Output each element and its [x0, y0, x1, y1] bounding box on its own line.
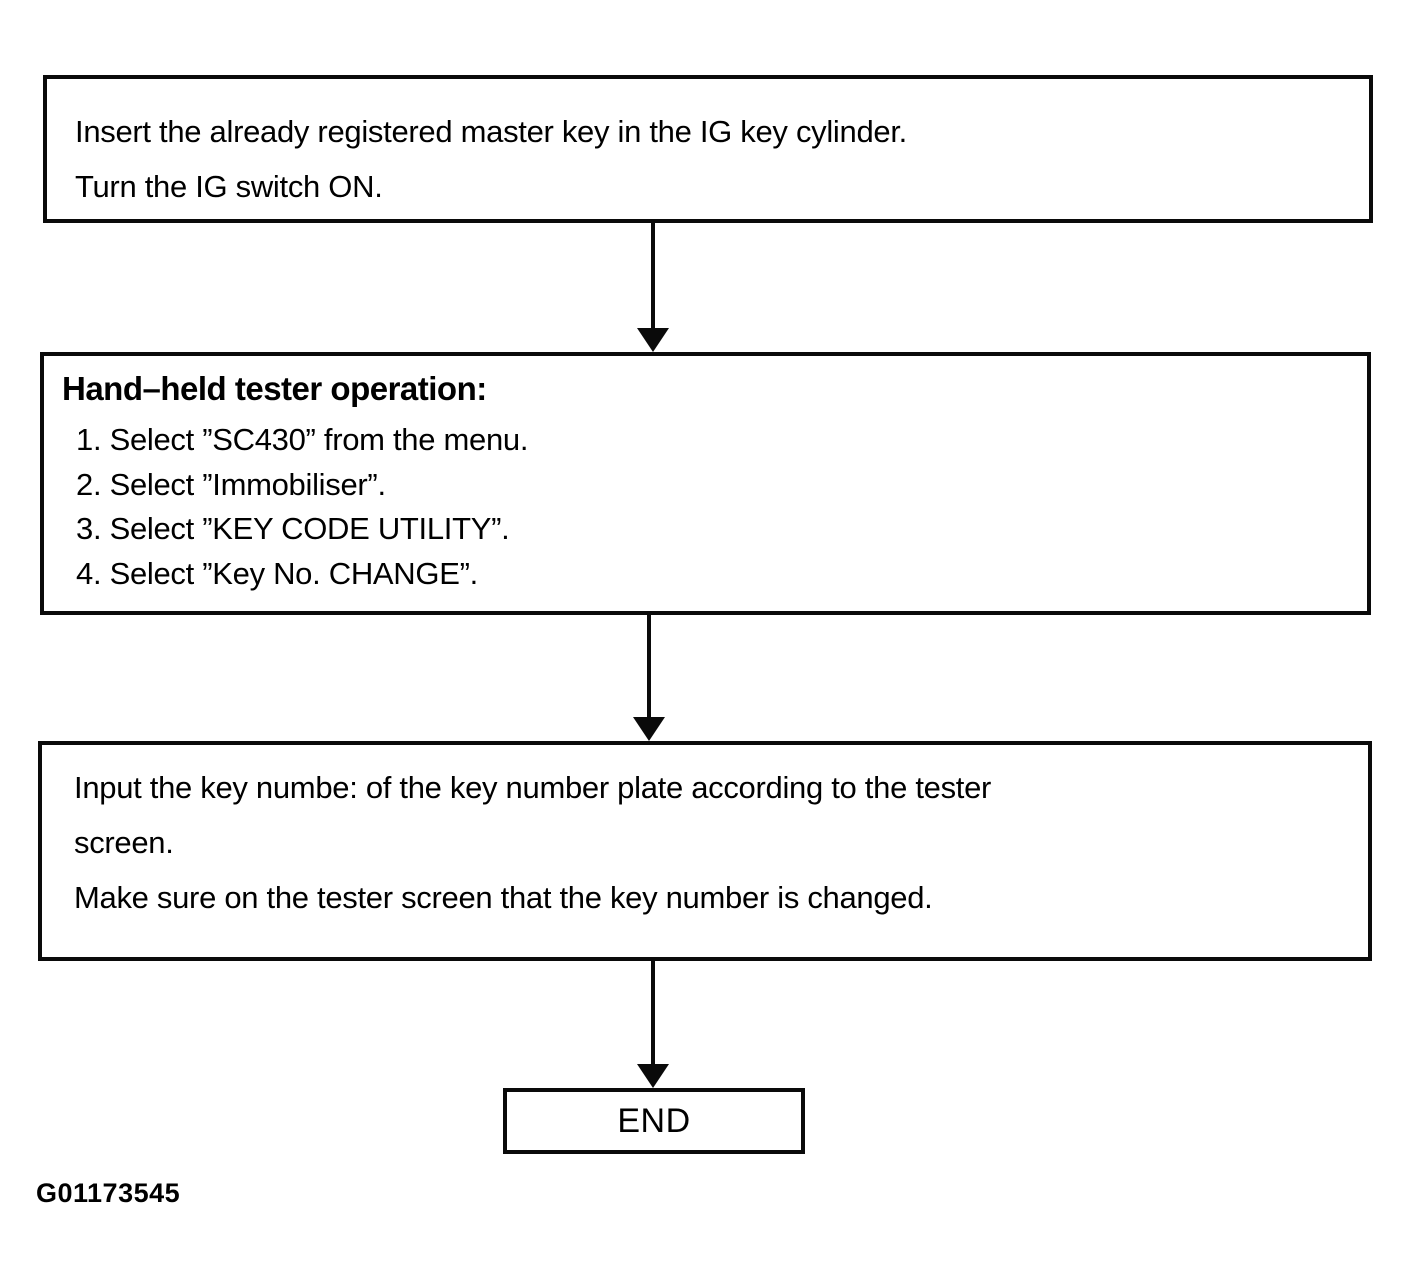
step-text-line: screen.	[74, 825, 174, 860]
arrow-head-icon	[637, 1064, 669, 1088]
arrow-head-icon	[633, 717, 665, 741]
arrow-head-icon	[637, 328, 669, 352]
arrow-stem	[647, 615, 651, 717]
down-arrow-connector	[637, 961, 669, 1088]
step-box-insert-master-key: Insert the already registered master key…	[43, 75, 1373, 223]
figure-id: G01173545	[36, 1178, 181, 1208]
step-text: Insert the already registered master key…	[47, 79, 1369, 214]
step-list: 1. Select ”SC430” from the menu. 2. Sele…	[44, 418, 1367, 596]
step-list-item: 3. Select ”KEY CODE UTILITY”.	[76, 511, 510, 546]
end-node: END	[503, 1088, 805, 1154]
step-text-line: Insert the already registered master key…	[75, 114, 907, 149]
step-heading: Hand–held tester operation:	[62, 370, 487, 407]
down-arrow-connector	[633, 615, 665, 741]
down-arrow-connector	[637, 223, 669, 352]
arrow-stem	[651, 223, 655, 328]
step-text-line: Make sure on the tester screen that the …	[74, 880, 933, 915]
end-label: END	[617, 1101, 691, 1140]
step-text: Input the key numbe: of the key number p…	[42, 745, 1368, 925]
step-list-item: 1. Select ”SC430” from the menu.	[76, 422, 529, 457]
step-list-item: 4. Select ”Key No. CHANGE”.	[76, 555, 478, 591]
step-box-input-key-number: Input the key numbe: of the key number p…	[38, 741, 1372, 961]
step-text-line: Input the key numbe: of the key number p…	[74, 770, 992, 805]
step-box-tester-operation: Hand–held tester operation: 1. Select ”S…	[40, 352, 1371, 615]
arrow-stem	[651, 961, 655, 1064]
step-text-line: Turn the IG switch ON.	[75, 169, 383, 204]
step-list-item: 2. Select ”Immobiliser”.	[76, 466, 386, 502]
